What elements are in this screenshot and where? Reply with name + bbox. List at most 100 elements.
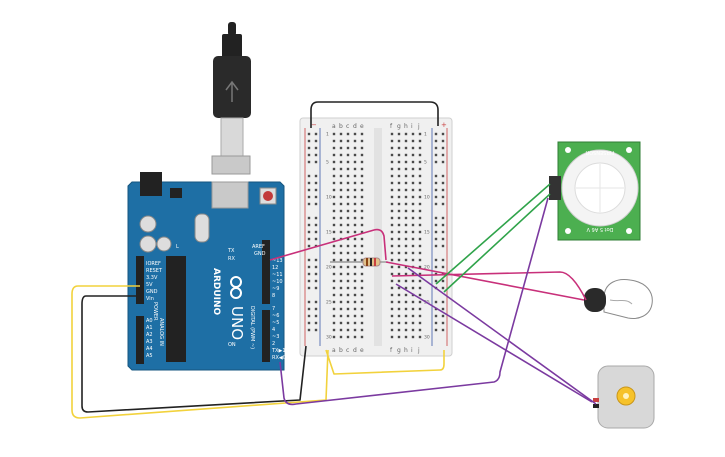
breadboard-hole[interactable] <box>411 188 415 192</box>
breadboard-hole[interactable] <box>404 314 408 318</box>
breadboard-hole[interactable] <box>404 272 408 276</box>
breadboard-hole[interactable] <box>360 258 364 262</box>
breadboard-hole[interactable] <box>360 160 364 164</box>
breadboard-hole[interactable] <box>390 321 394 325</box>
breadboard-hole[interactable] <box>418 223 422 227</box>
rail-hole[interactable] <box>307 307 311 311</box>
breadboard-hole[interactable] <box>353 244 357 248</box>
rail-hole[interactable] <box>441 328 445 332</box>
breadboard-hole[interactable] <box>411 167 415 171</box>
breadboard-hole[interactable] <box>339 286 343 290</box>
breadboard-hole[interactable] <box>353 293 357 297</box>
breadboard-hole[interactable] <box>353 237 357 241</box>
breadboard-hole[interactable] <box>390 160 394 164</box>
rail-hole[interactable] <box>441 174 445 178</box>
breadboard-hole[interactable] <box>332 300 336 304</box>
breadboard-hole[interactable] <box>332 132 336 136</box>
breadboard-hole[interactable] <box>418 286 422 290</box>
breadboard-hole[interactable] <box>353 174 357 178</box>
wire-green-b[interactable] <box>443 193 551 293</box>
breadboard-hole[interactable] <box>418 314 422 318</box>
breadboard-hole[interactable] <box>397 265 401 269</box>
breadboard-hole[interactable] <box>404 230 408 234</box>
breadboard-hole[interactable] <box>397 321 401 325</box>
breadboard-hole[interactable] <box>346 321 350 325</box>
breadboard-hole[interactable] <box>360 146 364 150</box>
breadboard-hole[interactable] <box>360 139 364 143</box>
breadboard-hole[interactable] <box>360 328 364 332</box>
breadboard-hole[interactable] <box>397 251 401 255</box>
breadboard-hole[interactable] <box>418 300 422 304</box>
breadboard-hole[interactable] <box>346 237 350 241</box>
breadboard-hole[interactable] <box>360 153 364 157</box>
wire-black-gnd[interactable] <box>81 295 307 413</box>
breadboard-hole[interactable] <box>353 167 357 171</box>
breadboard-hole[interactable] <box>339 328 343 332</box>
wire-yellow-5v[interactable] <box>71 285 329 419</box>
breadboard-hole[interactable] <box>360 230 364 234</box>
breadboard-hole[interactable] <box>346 216 350 220</box>
breadboard-hole[interactable] <box>397 230 401 234</box>
rail-hole[interactable] <box>434 223 438 227</box>
breadboard-hole[interactable] <box>353 209 357 213</box>
breadboard-hole[interactable] <box>339 265 343 269</box>
breadboard-hole[interactable] <box>390 251 394 255</box>
breadboard-hole[interactable] <box>353 202 357 206</box>
wire-magenta-bulb-a[interactable] <box>385 261 585 301</box>
breadboard-hole[interactable] <box>346 160 350 164</box>
rail-hole[interactable] <box>314 174 318 178</box>
breadboard-hole[interactable] <box>411 300 415 304</box>
breadboard-hole[interactable] <box>339 174 343 178</box>
rail-hole[interactable] <box>307 223 311 227</box>
rail-hole[interactable] <box>307 230 311 234</box>
breadboard-hole[interactable] <box>411 279 415 283</box>
rail-hole[interactable] <box>441 300 445 304</box>
breadboard-hole[interactable] <box>332 160 336 164</box>
breadboard-hole[interactable] <box>353 251 357 255</box>
breadboard-hole[interactable] <box>397 188 401 192</box>
breadboard-hole[interactable] <box>418 181 422 185</box>
rail-hole[interactable] <box>434 195 438 199</box>
breadboard-hole[interactable] <box>346 230 350 234</box>
breadboard-hole[interactable] <box>390 328 394 332</box>
rail-hole[interactable] <box>307 139 311 143</box>
breadboard-hole[interactable] <box>346 307 350 311</box>
breadboard-hole[interactable] <box>353 160 357 164</box>
breadboard-hole[interactable] <box>397 132 401 136</box>
rail-hole[interactable] <box>314 188 318 192</box>
breadboard-hole[interactable] <box>397 223 401 227</box>
breadboard-hole[interactable] <box>411 132 415 136</box>
rail-hole[interactable] <box>307 132 311 136</box>
rail-hole[interactable] <box>441 237 445 241</box>
breadboard-hole[interactable] <box>390 300 394 304</box>
rail-hole[interactable] <box>441 258 445 262</box>
breadboard-hole[interactable] <box>390 132 394 136</box>
rail-hole[interactable] <box>307 216 311 220</box>
breadboard-hole[interactable] <box>390 265 394 269</box>
rail-hole[interactable] <box>434 132 438 136</box>
breadboard-hole[interactable] <box>332 188 336 192</box>
light-bulb-icon[interactable] <box>584 279 653 319</box>
breadboard-hole[interactable] <box>332 223 336 227</box>
breadboard-hole[interactable] <box>346 244 350 248</box>
breadboard-hole[interactable] <box>397 293 401 297</box>
wire-purple-pir[interactable] <box>279 197 549 406</box>
breadboard-hole[interactable] <box>353 216 357 220</box>
breadboard-hole[interactable] <box>418 321 422 325</box>
digital-header-high[interactable] <box>262 240 270 304</box>
rail-hole[interactable] <box>314 139 318 143</box>
breadboard-hole[interactable] <box>346 132 350 136</box>
breadboard-hole[interactable] <box>418 188 422 192</box>
breadboard-hole[interactable] <box>339 223 343 227</box>
breadboard-hole[interactable] <box>411 286 415 290</box>
rail-hole[interactable] <box>434 279 438 283</box>
breadboard-hole[interactable] <box>404 209 408 213</box>
rail-hole[interactable] <box>314 132 318 136</box>
breadboard-hole[interactable] <box>353 188 357 192</box>
breadboard-hole[interactable] <box>404 286 408 290</box>
analog-header[interactable] <box>136 316 144 364</box>
breadboard-hole[interactable] <box>339 335 343 339</box>
breadboard-hole[interactable] <box>418 146 422 150</box>
breadboard-hole[interactable] <box>390 293 394 297</box>
breadboard-hole[interactable] <box>353 321 357 325</box>
